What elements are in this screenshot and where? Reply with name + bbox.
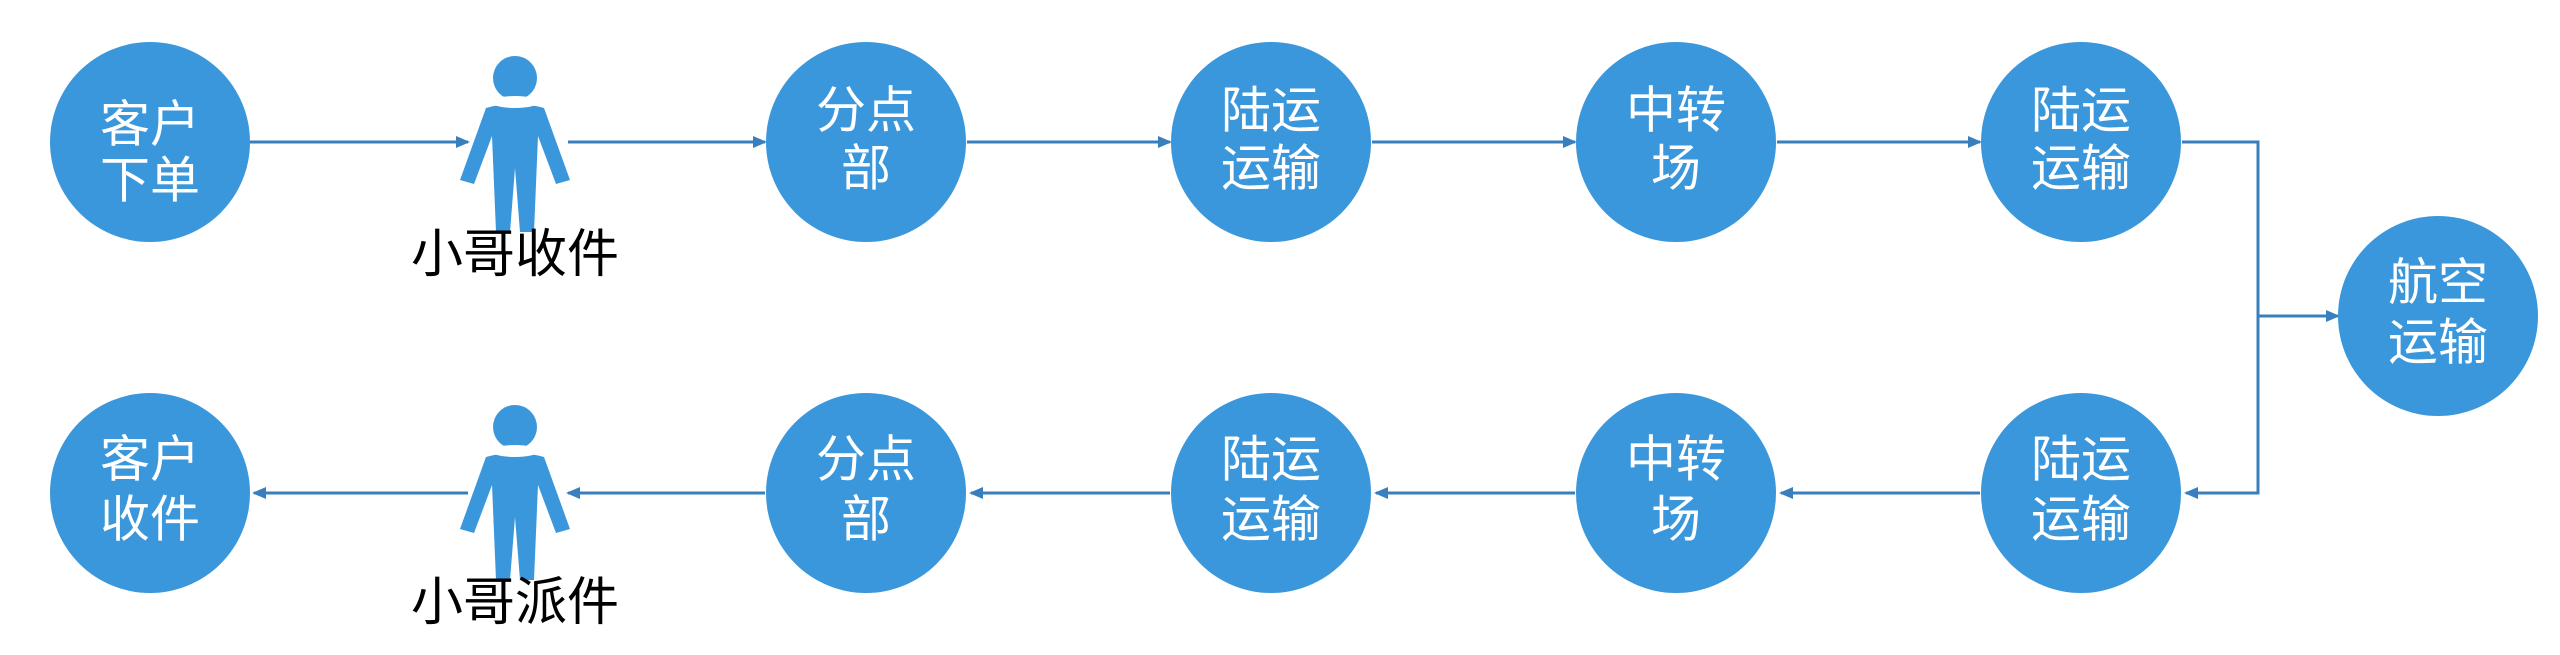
- node-land-transport-2: 陆运 运输: [1981, 42, 2181, 242]
- arrow-air-to-land3: [2184, 316, 2260, 499]
- node-land-transport-1: 陆运 运输: [1171, 42, 1371, 242]
- node-label-line2: 部: [841, 491, 891, 549]
- person-icon: [460, 56, 570, 232]
- node-label-line2: 运输: [2388, 314, 2488, 372]
- node-label-line1: 中转: [1626, 431, 1726, 489]
- arrow-land2-to-air: [2182, 140, 2340, 322]
- node-label-line2: 运输: [1221, 491, 1321, 549]
- node-label-line1: 分点: [816, 82, 916, 140]
- courier-delivery-label: 小哥派件: [411, 573, 619, 633]
- node-label-line1: 陆运: [1221, 82, 1321, 140]
- node-label-line2: 场: [1651, 140, 1701, 198]
- node-air-transport: 航空 运输: [2338, 216, 2538, 416]
- node-customer-order: 客户 下单: [50, 42, 250, 242]
- node-label-line1: 中转: [1626, 82, 1726, 140]
- node-label-line2: 运输: [1221, 140, 1321, 198]
- node-label-line1: 陆运: [2031, 82, 2131, 140]
- node-customer-receive: 客户 收件: [50, 393, 250, 593]
- courier-pickup-label: 小哥收件: [411, 225, 619, 285]
- node-branch-bottom: 分点 部: [766, 393, 966, 593]
- node-land-transport-3: 陆运 运输: [1981, 393, 2181, 593]
- node-transfer-center-top: 中转 场: [1576, 42, 1776, 242]
- node-label-line2: 下单: [100, 152, 200, 210]
- node-label-line1: 航空: [2388, 254, 2488, 312]
- node-label-line1: 陆运: [1221, 431, 1321, 489]
- node-label-line2: 部: [841, 140, 891, 198]
- node-transfer-center-bottom: 中转 场: [1576, 393, 1776, 593]
- node-land-transport-4: 陆运 运输: [1171, 393, 1371, 593]
- node-label-line1: 客户: [100, 431, 200, 489]
- courier-pickup: 小哥收件: [411, 56, 619, 285]
- courier-delivery: 小哥派件: [411, 405, 619, 633]
- node-label-line1: 陆运: [2031, 431, 2131, 489]
- person-icon: [460, 405, 570, 580]
- node-label-line1: 分点: [816, 431, 916, 489]
- node-label-line2: 运输: [2031, 491, 2131, 549]
- node-branch-top: 分点 部: [766, 42, 966, 242]
- node-label-line2: 场: [1651, 491, 1701, 549]
- node-label-line1: 客户: [100, 96, 200, 154]
- node-label-line2: 收件: [100, 491, 200, 549]
- node-label-line2: 运输: [2031, 140, 2131, 198]
